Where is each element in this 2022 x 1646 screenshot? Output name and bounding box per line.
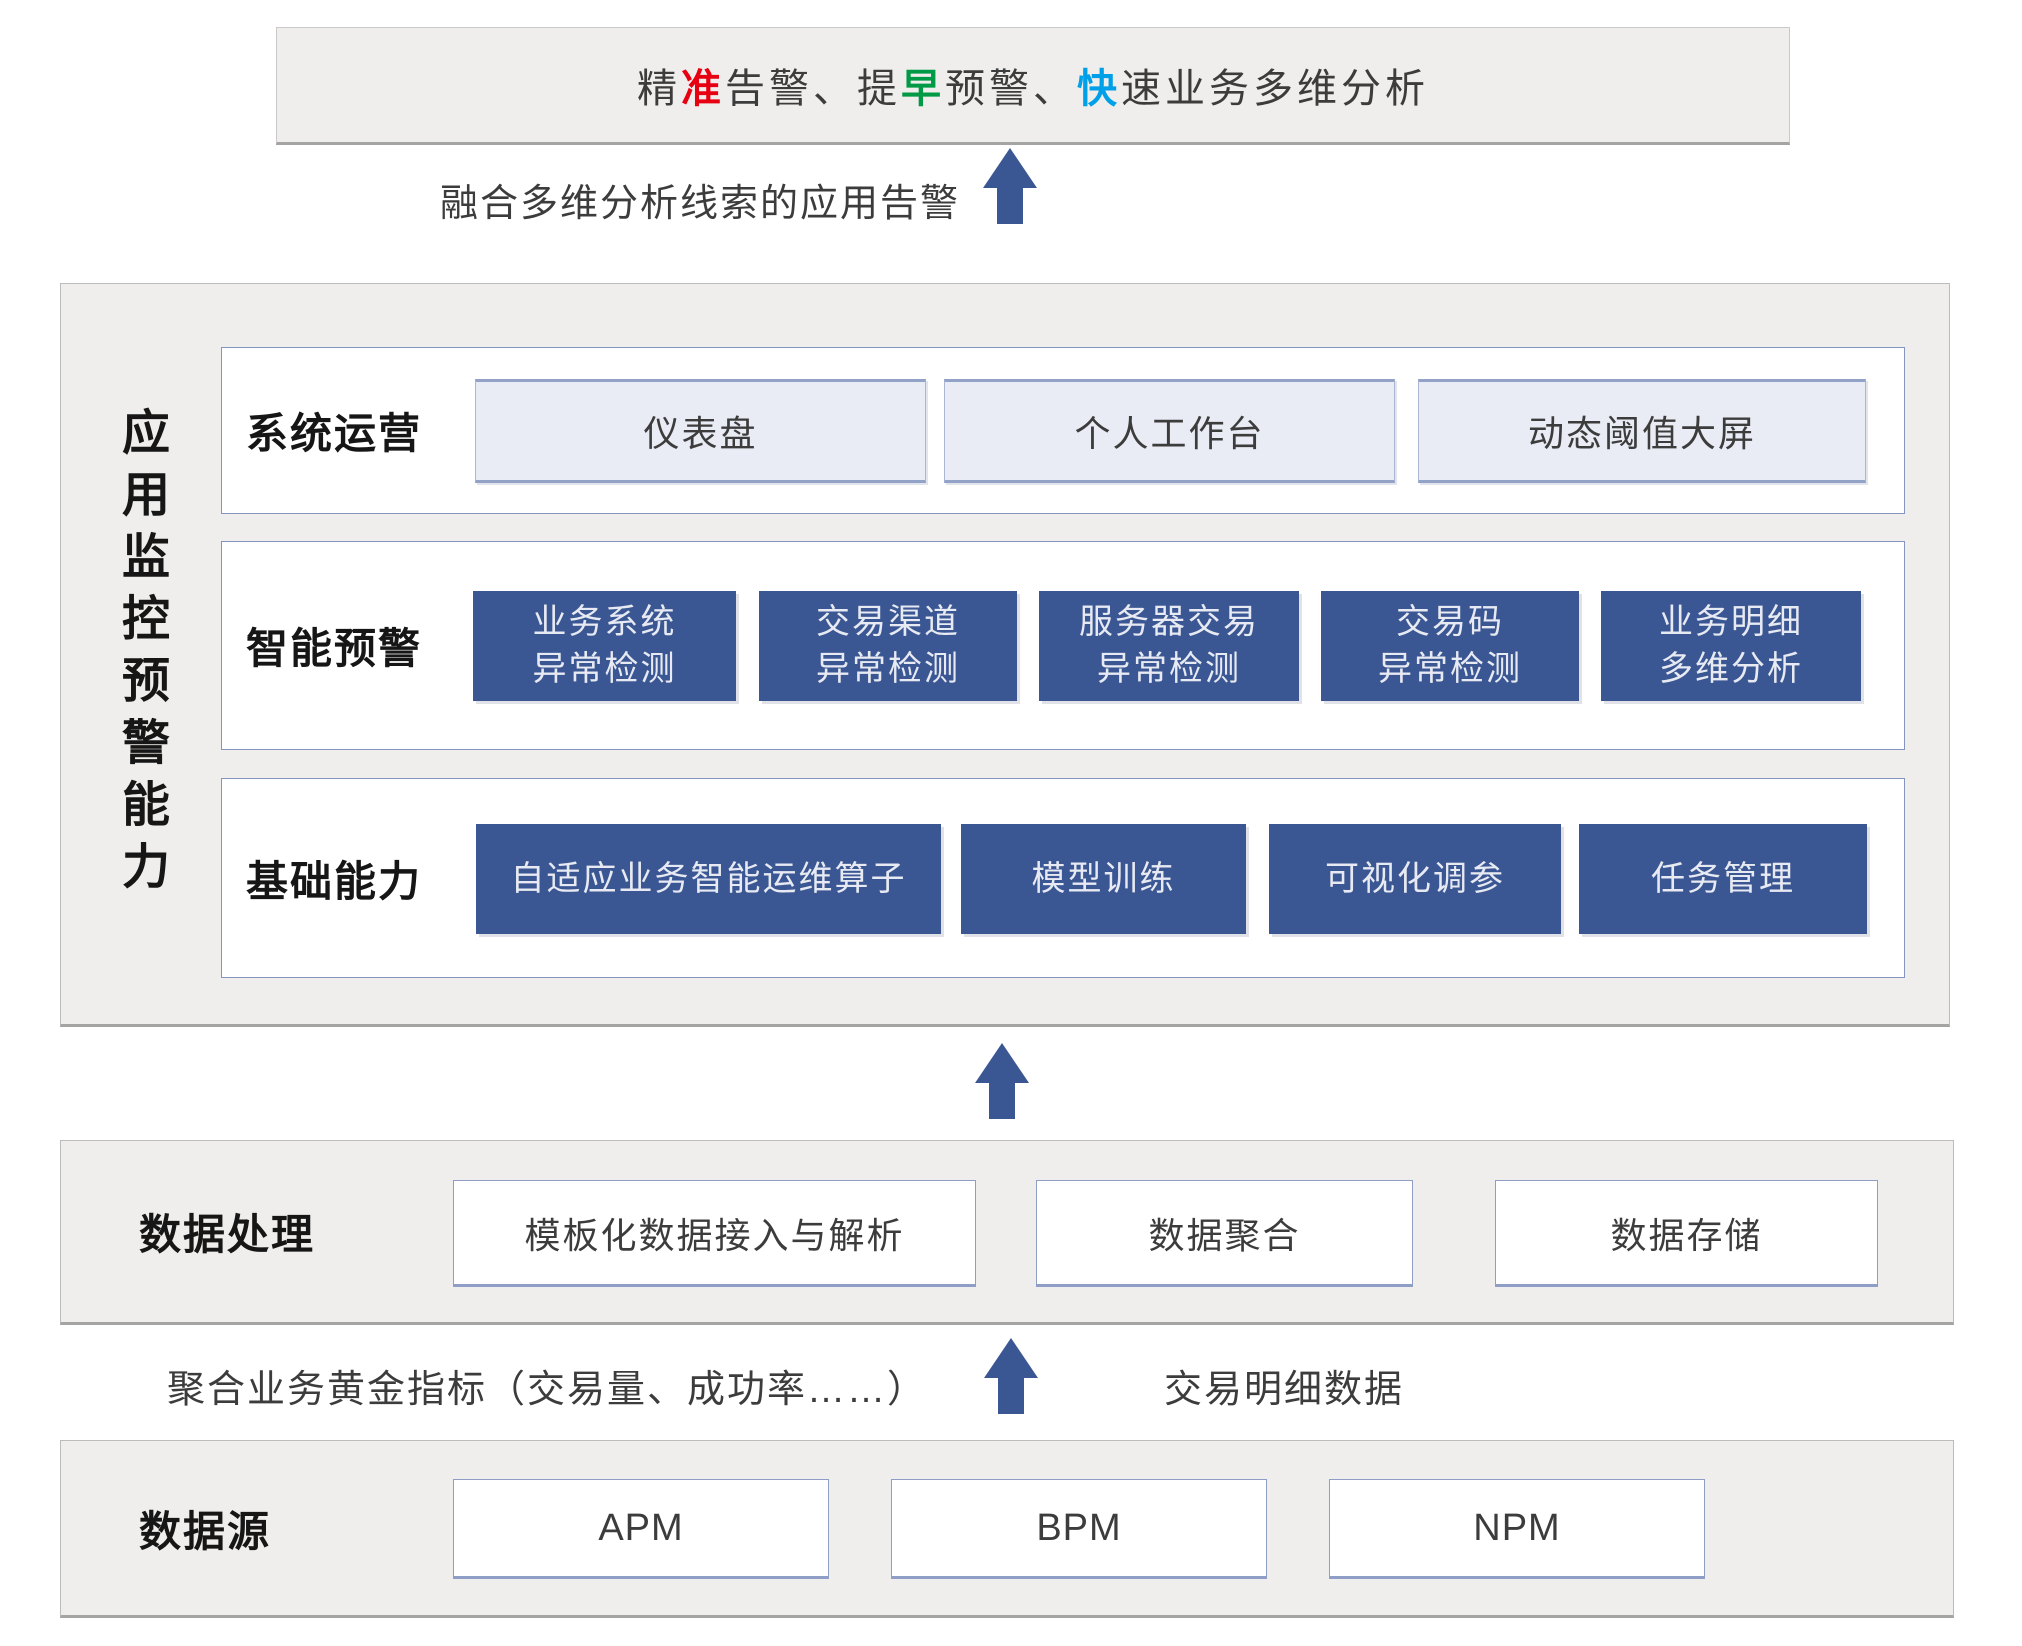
- headline-segment: 速业务多维分析: [1121, 67, 1429, 111]
- data-source-panel: 数据源 APM BPM NPM: [60, 1440, 1954, 1618]
- headline-highlight-fast: 快: [1077, 67, 1121, 111]
- headline-segment: 预警、: [945, 67, 1077, 111]
- fused-alert-caption: 融合多维分析线索的应用告警: [440, 183, 961, 225]
- npm-box: NPM: [1329, 1479, 1705, 1579]
- headline-segment: 精: [637, 67, 681, 111]
- up-arrow-icon: [983, 148, 1037, 224]
- business-detail-analysis-box: 业务明细 多维分析: [1601, 591, 1861, 701]
- up-arrow-icon: [975, 1043, 1029, 1119]
- dynamic-threshold-screen-box: 动态阈值大屏: [1418, 379, 1866, 483]
- row-base-capability: 基础能力 自适应业务智能运维算子 模型训练 可视化调参 任务管理: [221, 778, 1905, 978]
- data-processing-label: 数据处理: [139, 1211, 316, 1258]
- golden-metrics-caption: 聚合业务黄金指标（交易量、成功率……）: [167, 1369, 928, 1411]
- row-intelligent-warning: 智能预警 业务系统 异常检测 交易渠道 异常检测 服务器交易 异常检测 交易码 …: [221, 541, 1905, 750]
- visual-tuning-box: 可视化调参: [1269, 824, 1561, 934]
- data-processing-panel: 数据处理 模板化数据接入与解析 数据聚合 数据存储: [60, 1140, 1954, 1325]
- up-arrow-icon: [984, 1338, 1038, 1414]
- headline-highlight-early: 早: [901, 67, 945, 111]
- transaction-channel-anomaly-box: 交易渠道 异常检测: [759, 591, 1017, 701]
- arrow-head: [983, 148, 1037, 188]
- adaptive-aiops-operator-box: 自适应业务智能运维算子: [476, 824, 941, 934]
- row-label-intelligent-warning: 智能预警: [246, 625, 423, 672]
- bpm-box: BPM: [891, 1479, 1267, 1579]
- row-system-operation: 系统运营 仪表盘 个人工作台 动态阈值大屏: [221, 347, 1905, 514]
- data-source-label: 数据源: [139, 1507, 272, 1555]
- template-data-ingest-box: 模板化数据接入与解析: [453, 1180, 976, 1287]
- row-label-system-operation: 系统运营: [246, 410, 423, 457]
- row-label-base-capability: 基础能力: [246, 857, 423, 905]
- personal-workbench-box: 个人工作台: [944, 379, 1395, 483]
- arrow-stem: [998, 1378, 1024, 1414]
- arrow-head: [984, 1338, 1038, 1378]
- task-management-box: 任务管理: [1579, 824, 1867, 934]
- transaction-code-anomaly-box: 交易码 异常检测: [1321, 591, 1579, 701]
- model-training-box: 模型训练: [961, 824, 1246, 934]
- data-aggregation-box: 数据聚合: [1036, 1180, 1413, 1287]
- data-storage-box: 数据存储: [1495, 1180, 1878, 1287]
- server-transaction-anomaly-box: 服务器交易 异常检测: [1039, 591, 1299, 701]
- arrow-stem: [997, 188, 1023, 224]
- arrow-stem: [989, 1083, 1015, 1119]
- headline-segment: 告警、提: [725, 67, 901, 111]
- dashboard-box: 仪表盘: [475, 379, 926, 483]
- apm-box: APM: [453, 1479, 829, 1579]
- panel-vertical-title: 应用监控预警能力: [114, 407, 167, 903]
- business-system-anomaly-box: 业务系统 异常检测: [473, 591, 736, 701]
- headline-highlight-accurate: 准: [681, 67, 725, 111]
- arrow-head: [975, 1043, 1029, 1083]
- headline-banner: 精准告警、提早预警、快速业务多维分析: [276, 27, 1790, 145]
- transaction-detail-caption: 交易明细数据: [1164, 1369, 1405, 1411]
